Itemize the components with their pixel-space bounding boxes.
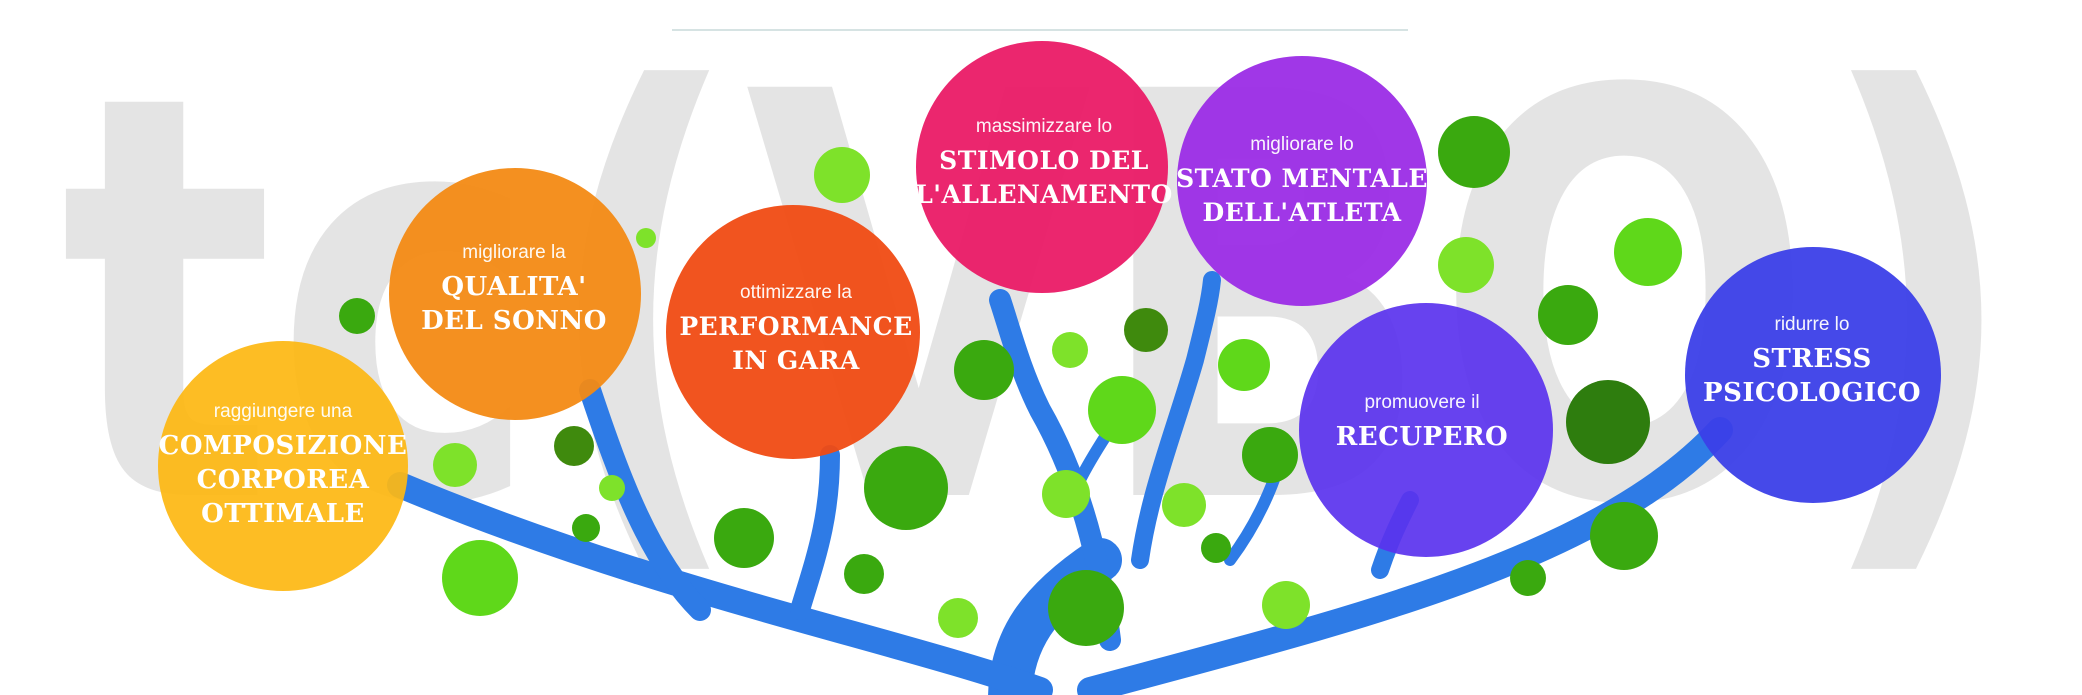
green-dot xyxy=(554,426,594,466)
branch-sonno xyxy=(579,379,711,621)
green-dot xyxy=(1052,332,1088,368)
goal-circle-sonno xyxy=(389,168,641,420)
green-dot xyxy=(599,475,625,501)
green-dot xyxy=(938,598,978,638)
green-dot xyxy=(1538,285,1598,345)
green-dot xyxy=(714,508,774,568)
green-dot xyxy=(1262,581,1310,629)
green-dot xyxy=(1510,560,1546,596)
green-dot xyxy=(814,147,870,203)
green-dot xyxy=(1218,339,1270,391)
green-dot xyxy=(433,443,477,487)
branch-performance xyxy=(790,445,840,620)
green-dot xyxy=(1124,308,1168,352)
green-dot xyxy=(339,298,375,334)
green-dot xyxy=(1614,218,1682,286)
branch-stato-mentale xyxy=(1131,271,1221,569)
goal-circles xyxy=(158,41,1941,591)
green-dot xyxy=(1042,470,1090,518)
goal-circle-recupero xyxy=(1299,303,1553,557)
green-dot xyxy=(442,540,518,616)
branch-main-right xyxy=(1077,417,1733,695)
green-dot xyxy=(1438,116,1510,188)
goal-circle-performance xyxy=(666,205,920,459)
goal-circle-composizione xyxy=(158,341,408,591)
green-dot xyxy=(1201,533,1231,563)
goal-circle-stimolo xyxy=(916,41,1168,293)
green-dot xyxy=(1566,380,1650,464)
green-dot xyxy=(1088,376,1156,444)
green-dot xyxy=(954,340,1014,400)
green-dot xyxy=(1242,427,1298,483)
goal-circle-stress xyxy=(1685,247,1941,503)
green-dot xyxy=(1438,237,1494,293)
green-dot xyxy=(1162,483,1206,527)
goal-circle-stato-mentale xyxy=(1177,56,1427,306)
green-dot xyxy=(572,514,600,542)
green-dot xyxy=(636,228,656,248)
green-dot xyxy=(1048,570,1124,646)
branch-main-left xyxy=(387,472,1053,695)
green-dot xyxy=(864,446,948,530)
green-dot xyxy=(844,554,884,594)
green-dot xyxy=(1590,502,1658,570)
decorative-dots xyxy=(339,116,1682,646)
